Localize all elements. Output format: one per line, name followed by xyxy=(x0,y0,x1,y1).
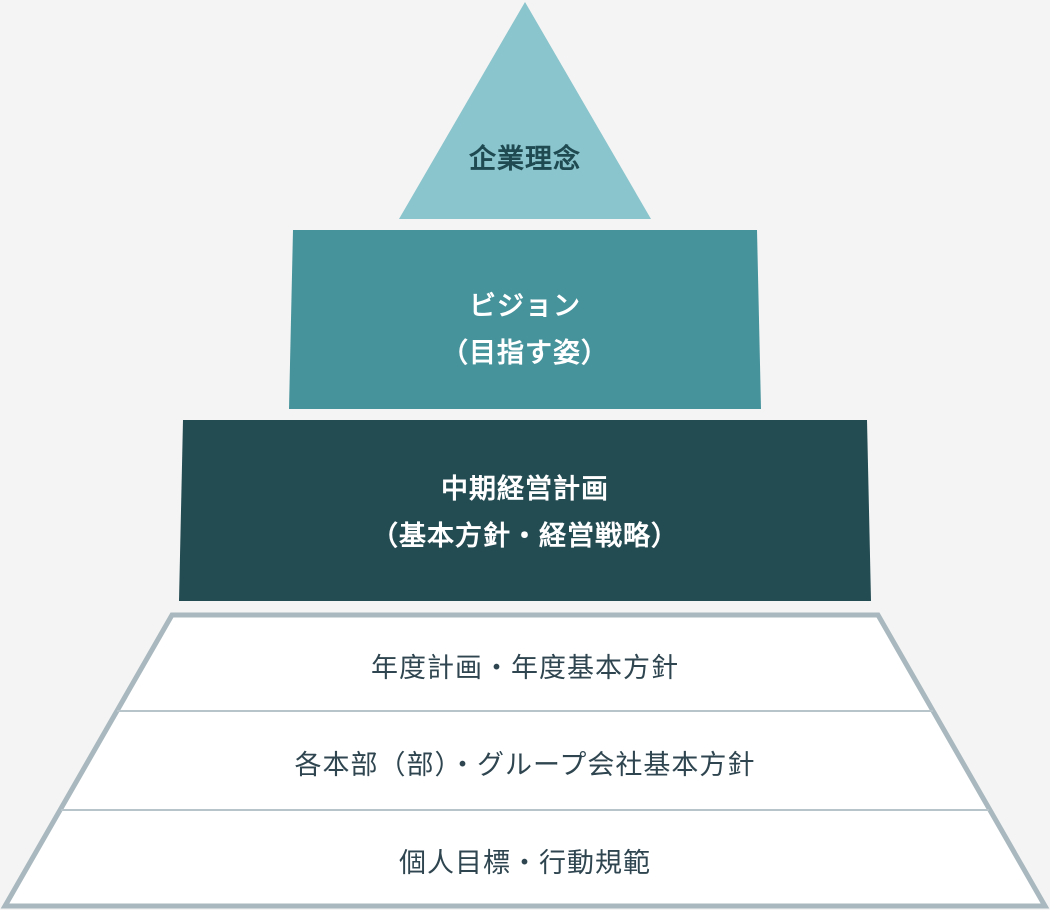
tier-vision-label: ビジョン （目指す姿） xyxy=(0,283,1050,377)
base-trapezoid xyxy=(0,612,1050,909)
tier-vision-shape xyxy=(289,230,761,409)
tier-label-line: （目指す姿） xyxy=(441,338,609,369)
tier-corporate-philosophy-label: 企業理念 xyxy=(0,137,1050,176)
tier-label-line: ビジョン xyxy=(469,291,581,322)
tier-label-line: （基本方針・経営戦略） xyxy=(371,521,679,552)
tier-corporate-philosophy-shape xyxy=(399,2,651,219)
tier-label-line: 中期経営計画 xyxy=(441,474,609,505)
tier-mid-term-plan-label: 中期経営計画 （基本方針・経営戦略） xyxy=(0,466,1050,560)
base-row-division-policy: 各本部（部）・グループ会社基本方針 xyxy=(294,750,756,781)
base-row-annual-plan: 年度計画・年度基本方針 xyxy=(371,653,679,684)
tier-mid-term-plan-shape xyxy=(179,420,871,601)
tier-label-line: 企業理念 xyxy=(469,144,581,175)
base-row-individual-goals: 個人目標・行動規範 xyxy=(399,848,651,879)
